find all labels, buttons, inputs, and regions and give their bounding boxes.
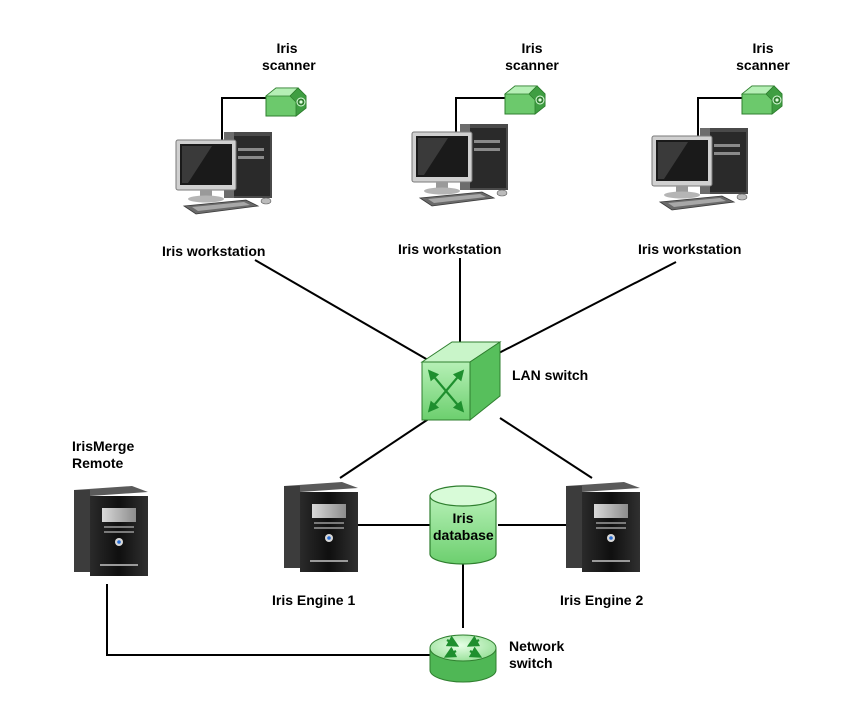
scanner-1-label: Iris scanner [262,40,316,74]
link-scanner2-ws2 [455,97,505,132]
database-cylinder-icon [429,485,497,565]
lan-switch-label: LAN switch [512,367,589,383]
workstation-3-label: Iris workstation [638,241,742,257]
network-switch-label: Network switch [509,638,564,672]
workstation-2-label: Iris workstation [398,241,502,257]
scanner-3-label-line2: scanner [736,57,790,73]
scanner-2-label: Iris scanner [500,40,564,74]
database-label-line1: Iris [452,510,474,526]
link-scanner3-ws3 [697,97,742,140]
iris-scanner-icon [504,85,546,115]
scanner-3-label-line1: Iris [752,40,774,56]
server-tower-icon [566,482,640,572]
link-merge-netswitch [106,584,430,656]
link-ws3-lan [494,261,677,356]
network-switch-label-line1: Network [509,638,565,654]
server-tower-icon [284,482,358,572]
server-tower-icon [74,486,148,576]
desktop-computer-icon [411,123,509,207]
scanner-2-label-line1: Iris [521,40,543,56]
iris-scanner-icon [265,87,307,117]
link-lan-engine1 [339,417,431,479]
lan-switch-icon [420,341,502,422]
network-switch-icon [429,634,497,683]
desktop-computer-icon [651,127,749,211]
connection-lines [106,97,742,656]
merge-remote-label-line1: IrisMerge [72,438,135,454]
workstation-1-label: Iris workstation [162,243,266,259]
scanner-2-label-line2: scanner [505,57,559,73]
scanner-3-label: Iris scanner [736,40,790,74]
database-label-line2: database [433,527,494,543]
iris-scanner-icon [741,85,783,115]
database-label: Iris database [433,510,494,544]
link-lan-engine2 [499,417,593,479]
engine-2-label: Iris Engine 2 [560,592,644,608]
scanner-1-label-line2: scanner [262,57,316,73]
scanner-1-label-line1: Iris [276,40,298,56]
merge-remote-label-line2: Remote [72,455,124,471]
network-switch-label-line2: switch [509,655,553,671]
desktop-computer-icon [175,131,273,215]
link-ws1-lan [254,259,429,361]
link-scanner1-ws1 [221,97,266,140]
engine-1-label: Iris Engine 1 [272,592,356,608]
merge-remote-label: IrisMerge Remote [72,438,134,472]
